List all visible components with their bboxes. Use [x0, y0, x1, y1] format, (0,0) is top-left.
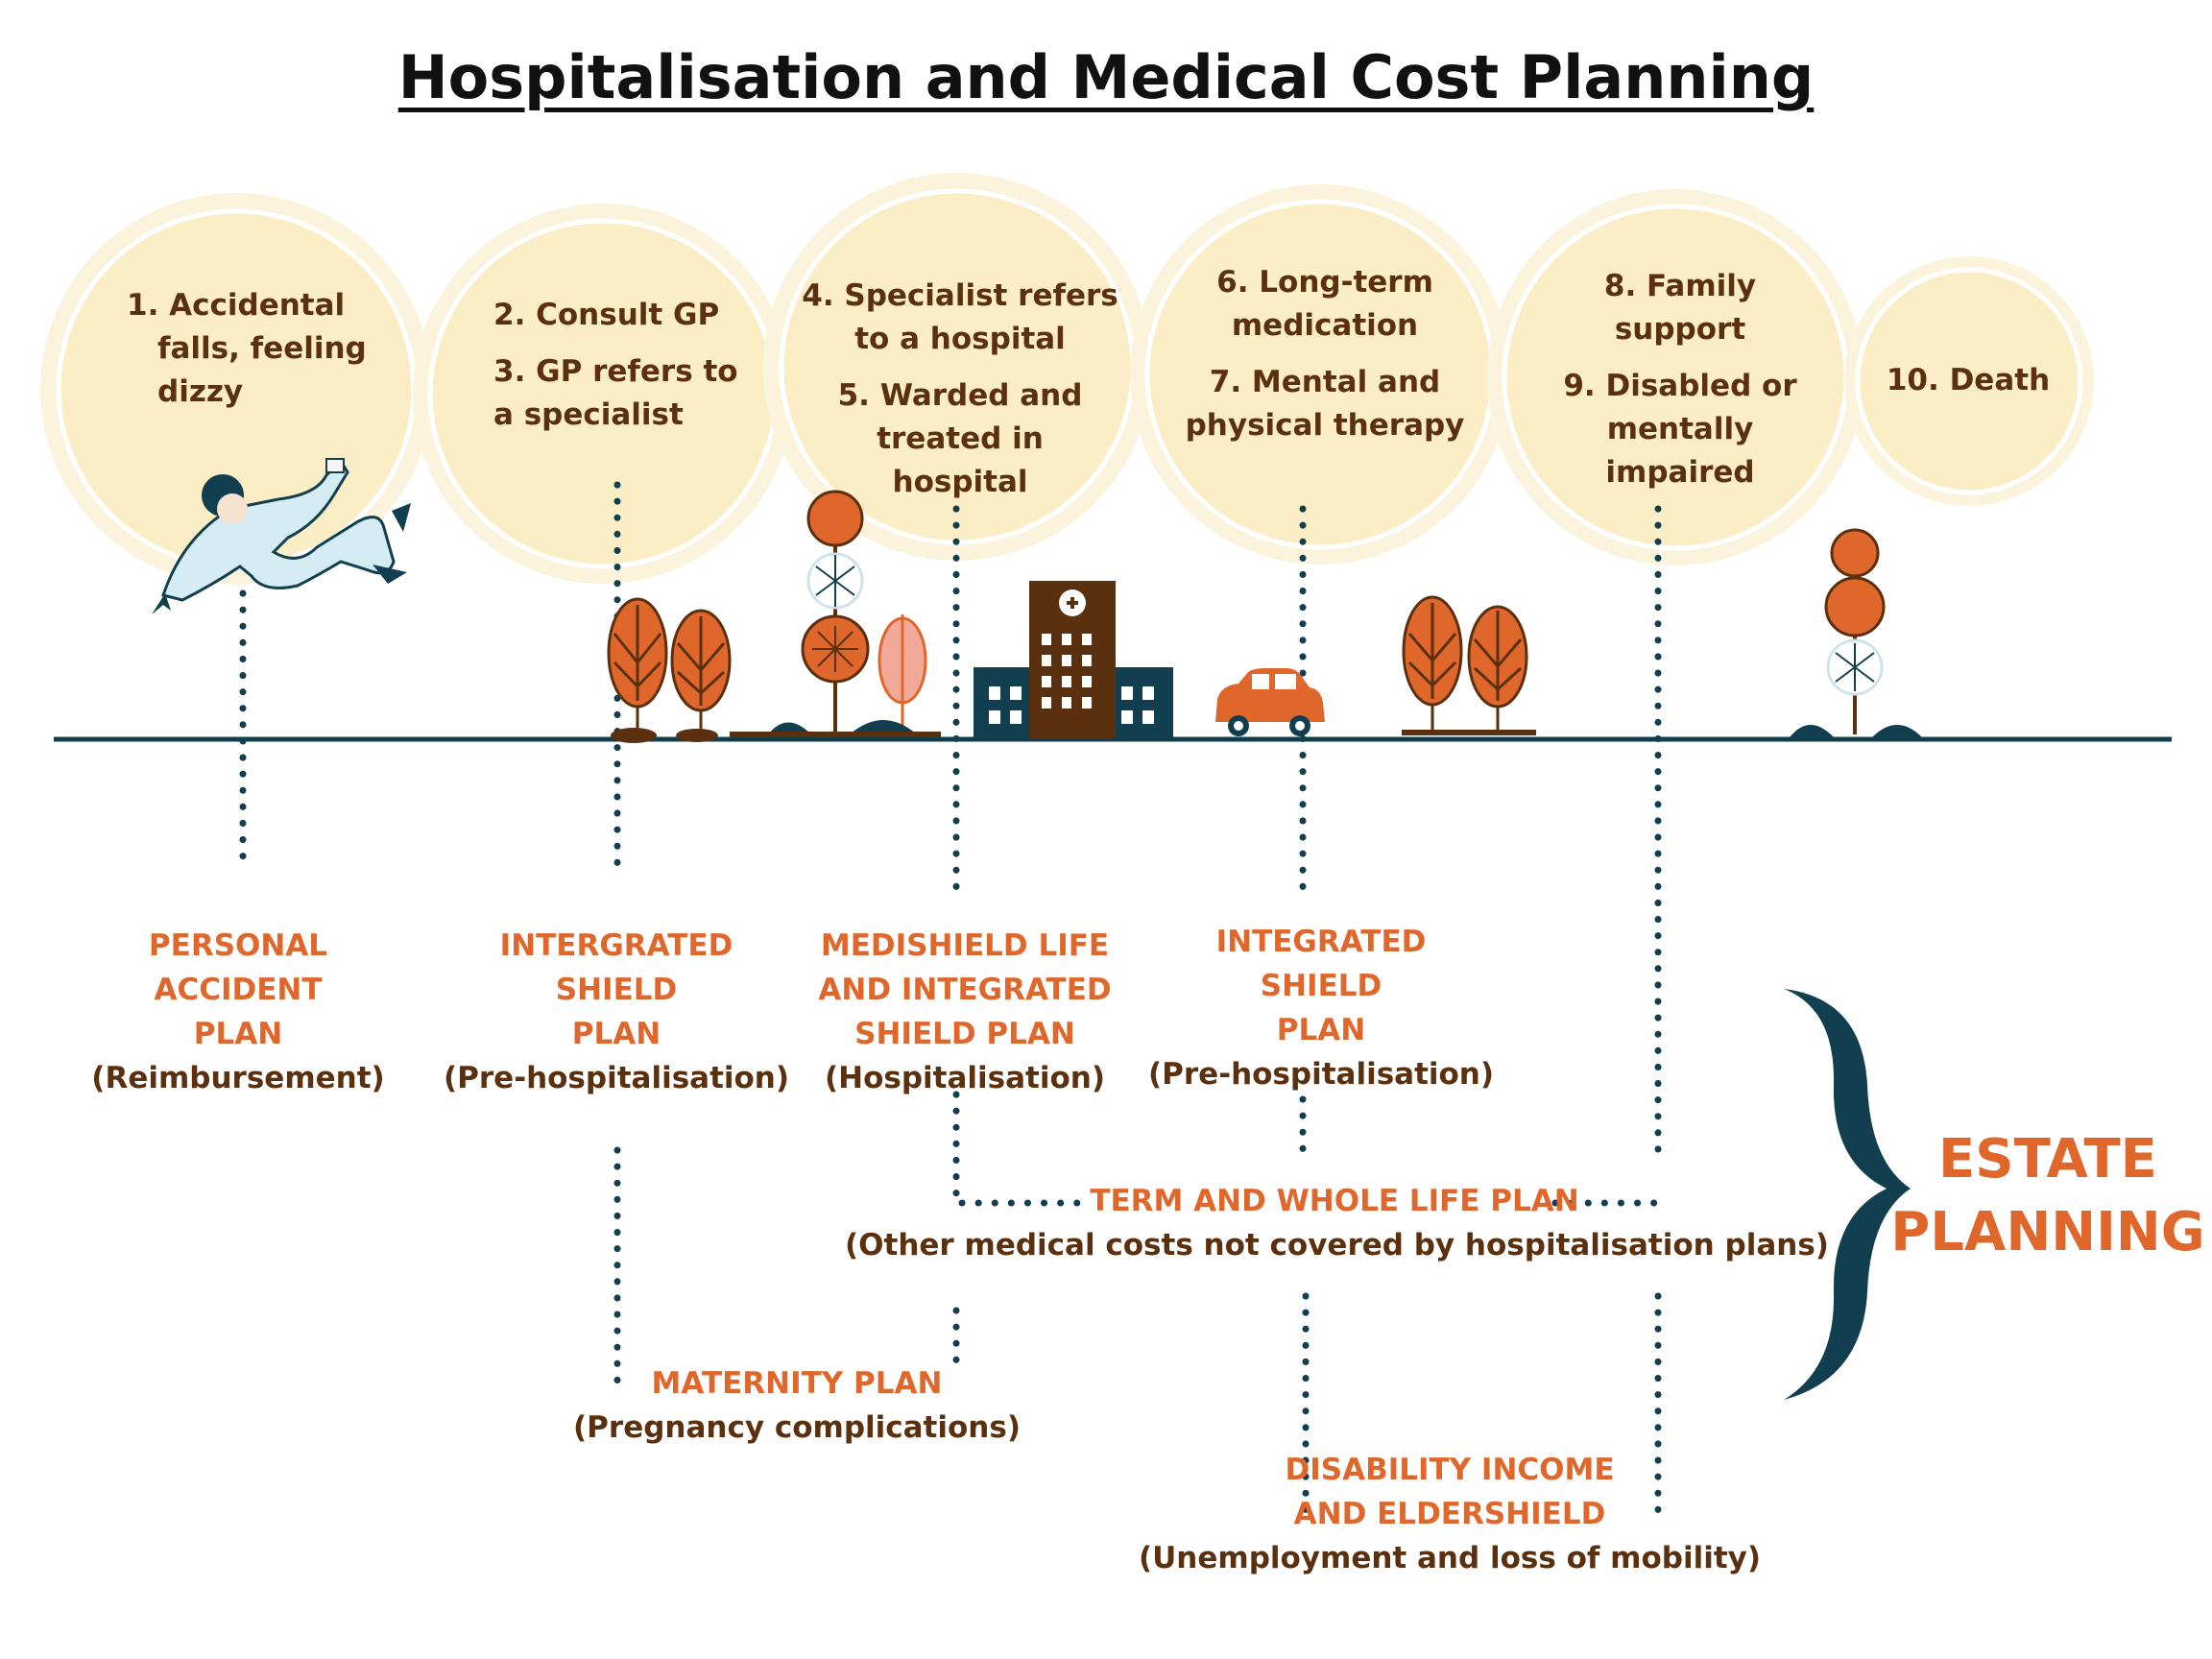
stage-3-label: 3. GP refers to a specialist [493, 354, 738, 432]
death-tree-icon [1790, 528, 1922, 737]
stage-5-label: 5. Warded and treated in hospital [837, 378, 1083, 499]
stage-6-7-text: 6. Long-term medication 7. Mental and ph… [1152, 261, 1498, 461]
tall-tree-icon [730, 490, 941, 737]
stage-4-label: 4. Specialist refers to a hospital [802, 278, 1118, 356]
hospital-icon [974, 581, 1173, 738]
stage-6-label: 6. Long-term medication [1216, 265, 1433, 343]
plan-personal-accident: PERSONAL ACCIDENT PLAN (Reimbursement) [75, 924, 401, 1100]
page-title: Hospitalisation and Medical Cost Plannin… [397, 42, 1815, 112]
plan-name: MATERNITY PLAN [651, 1366, 943, 1401]
stage-4-5-text: 4. Specialist refers to a hospital 5. Wa… [787, 275, 1133, 517]
stage-2-label: 2. Consult GP [493, 298, 720, 332]
estate-planning-label: ESTATE PLANNING [1890, 1128, 2205, 1263]
plan-name: MEDISHIELD LIFE AND INTEGRATED SHIELD PL… [818, 928, 1112, 1051]
plan-note: (Pregnancy complications) [573, 1410, 1021, 1445]
curly-brace-icon [1784, 989, 1911, 1400]
plan-maternity: MATERNITY PLAN (Pregnancy complications) [557, 1361, 1037, 1450]
stage-1-text: 1. Accidental falls, feeling dizzy [108, 284, 376, 414]
plan-medishield: MEDISHIELD LIFE AND INTEGRATED SHIELD PL… [797, 924, 1133, 1100]
plan-note: (Other medical costs not covered by hosp… [845, 1228, 1829, 1262]
plan-name: TERM AND WHOLE LIFE PLAN [1090, 1184, 1579, 1218]
car-icon [1215, 668, 1325, 736]
tree-icon-2 [1402, 595, 1536, 735]
falling-person-icon [152, 458, 411, 614]
plan-integrated-shield-post: INTEGRATED SHIELD PLAN (Pre-hospitalisat… [1148, 920, 1494, 1096]
stage-1-line: dizzy [157, 374, 244, 409]
plan-disability: DISABILITY INCOME AND ELDERSHIELD (Unemp… [1133, 1448, 1767, 1580]
stage-1-line: 1. Accidental [127, 288, 346, 323]
stage-8-9-text: 8. Family support 9. Disabled or mentall… [1517, 265, 1843, 508]
stage-circles [40, 173, 2094, 585]
plan-term-whole-life: TERM AND WHOLE LIFE PLAN (Other medical … [845, 1179, 1829, 1267]
stage-9-label: 9. Disabled or mentally impaired [1563, 369, 1797, 490]
plan-note: (Reimbursement) [91, 1061, 385, 1095]
plan-note: (Pre-hospitalisation) [444, 1061, 790, 1095]
stage-7-label: 7. Mental and physical therapy [1185, 365, 1465, 443]
plan-name: DISABILITY INCOME AND ELDERSHIELD [1285, 1453, 1615, 1531]
plan-name: INTEGRATED SHIELD PLAN [1215, 925, 1427, 1047]
plan-note: (Hospitalisation) [824, 1061, 1106, 1095]
plan-name: PERSONAL ACCIDENT PLAN [148, 928, 328, 1051]
stage-10-text: 10. Death [1863, 359, 2074, 416]
plan-name: INTERGRATED SHIELD PLAN [499, 928, 733, 1051]
plan-note: (Unemployment and loss of mobility) [1138, 1541, 1762, 1575]
stage-8-label: 8. Family support [1603, 269, 1757, 347]
tree-icon [607, 597, 732, 743]
stage-1-line: falls, feeling [157, 331, 367, 366]
plan-note: (Pre-hospitalisation) [1148, 1057, 1495, 1092]
stage-2-3-text: 2. Consult GP 3. GP refers to a speciali… [451, 294, 739, 450]
stage-10-label: 10. Death [1886, 363, 2051, 397]
plan-intergrated-shield: INTERGRATED SHIELD PLAN (Pre-hospitalisa… [444, 924, 789, 1100]
